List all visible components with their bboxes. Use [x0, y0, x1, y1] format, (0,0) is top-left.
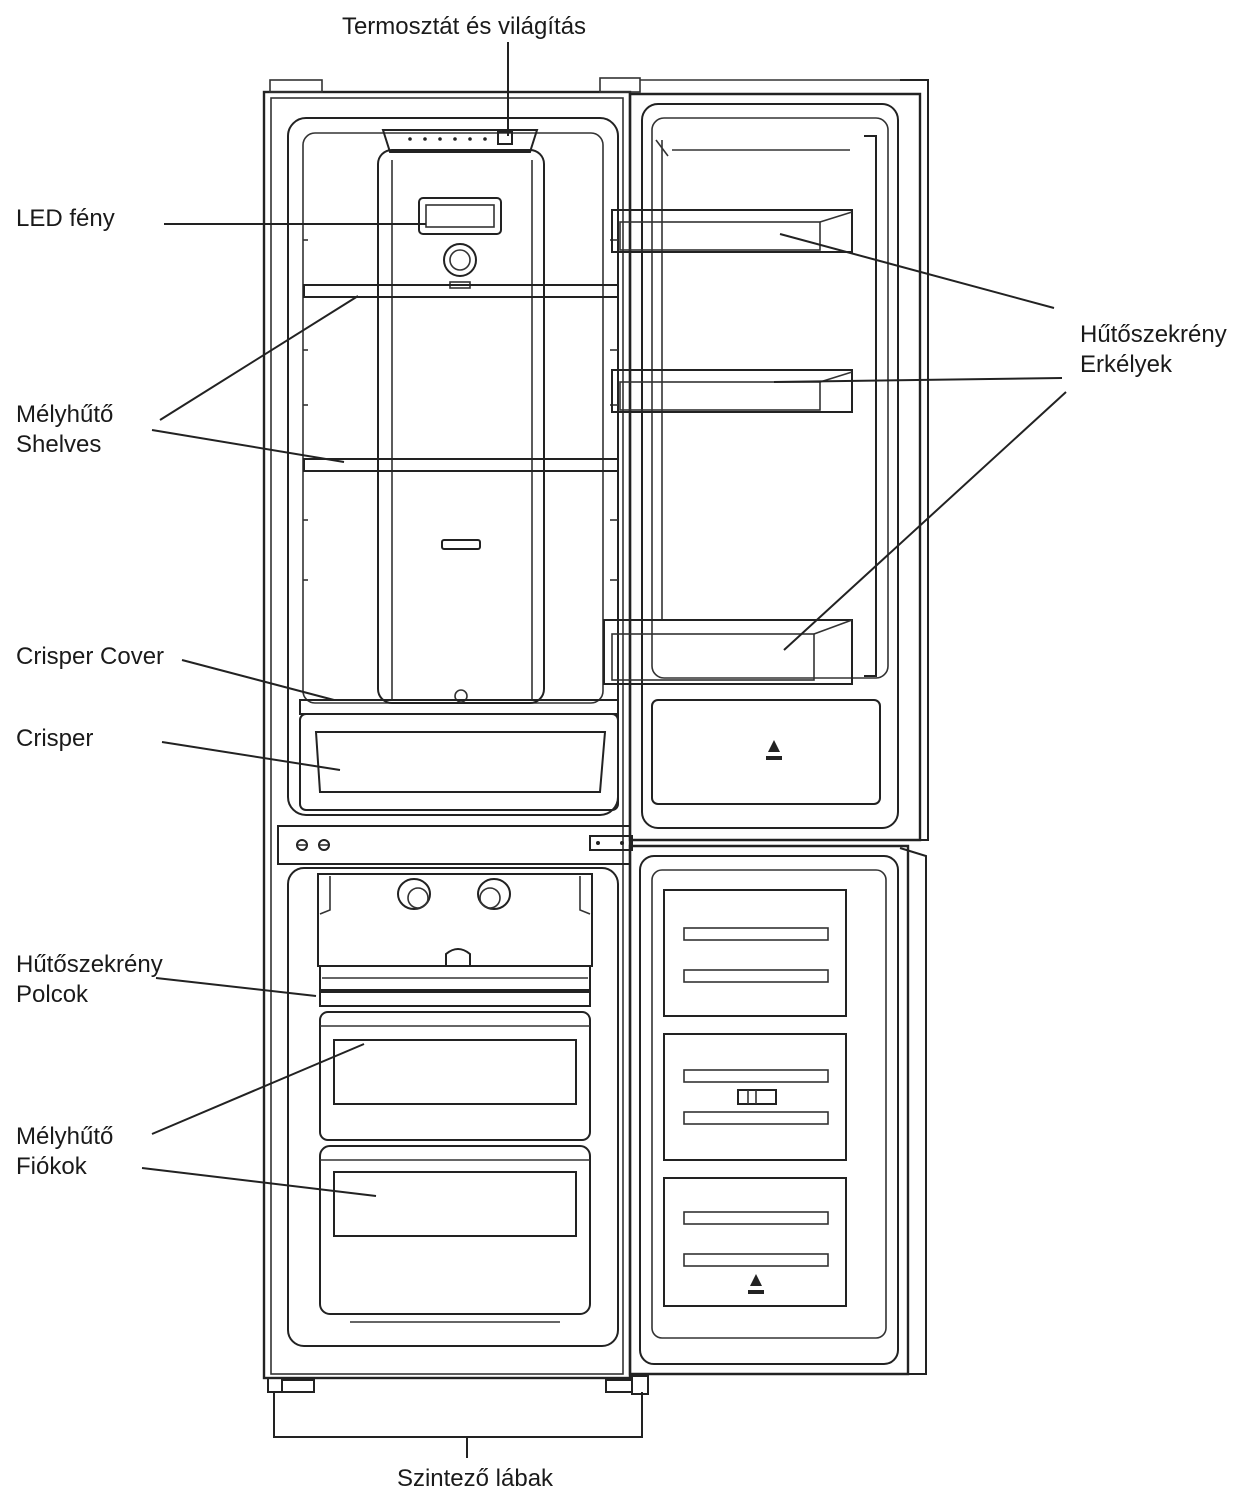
- leader-lines: [141, 42, 1067, 1197]
- label-freezer-drawers: Mélyhűtő Fiókok: [16, 1123, 114, 1180]
- label-led-light: LED fény: [16, 205, 115, 232]
- knob-right: [477, 878, 511, 910]
- knob-left: [397, 878, 431, 910]
- lower-door: [628, 844, 927, 1376]
- freezer-drawer-lower: [319, 1145, 591, 1323]
- freezer-drawer-upper: [319, 1011, 591, 1141]
- door-balcony-middle: [611, 369, 853, 413]
- leveling-feet: [267, 1375, 649, 1458]
- label-leveling-feet: Szintező lábak: [396, 1465, 554, 1492]
- compartment-divider: [277, 825, 631, 865]
- upper-door: [589, 79, 929, 851]
- door-balcony-bottom: [603, 619, 853, 685]
- freezer-shelf-lower: [303, 458, 619, 472]
- crisper-drawer: [299, 713, 619, 811]
- freezer-door-bin-2: [663, 1033, 847, 1161]
- freezer-door-bin-1: [663, 889, 847, 1017]
- led-light: [418, 197, 502, 235]
- freezer-shelf-upper: [303, 284, 619, 298]
- door-balcony-top: [611, 209, 853, 253]
- label-crisper-cover: Crisper Cover: [16, 643, 165, 670]
- label-fridge-shelves: Hűtőszekrény Polcok: [16, 951, 163, 1008]
- label-freezer-shelves: Mélyhűtő Shelves: [16, 401, 114, 458]
- thermostat-bar: [381, 129, 539, 153]
- upper-compartment: [287, 117, 619, 816]
- lower-compartment: [287, 867, 619, 1347]
- freezer-door-bin-3: [663, 1177, 847, 1307]
- door-logo-upper: [766, 740, 782, 760]
- label-crisper: Crisper: [16, 725, 94, 752]
- label-thermostat: Termosztát és világítás: [341, 13, 587, 40]
- fridge-shelf: [319, 965, 591, 1007]
- label-door-balconies: Hűtőszekrény Erkélyek: [1080, 321, 1227, 378]
